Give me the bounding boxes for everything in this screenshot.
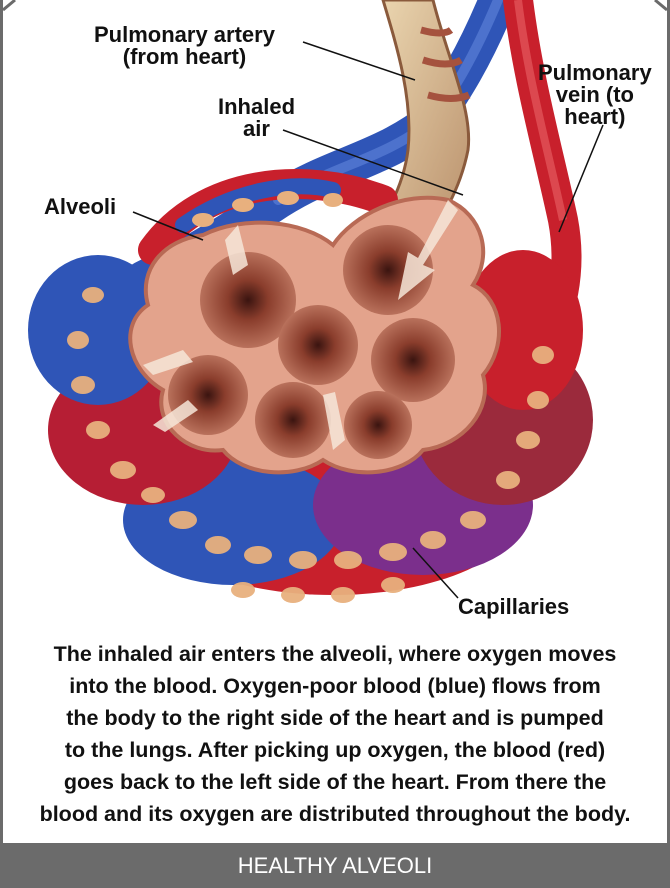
caption-line: blood and its oxygen are distributed thr… <box>10 798 660 830</box>
figure-caption: The inhaled air enters the alveoli, wher… <box>10 638 660 830</box>
label-pulmonary-artery: Pulmonary artery (from heart) <box>94 24 275 68</box>
label-alveoli: Alveoli <box>44 196 116 218</box>
caption-line: to the lungs. After picking up oxygen, t… <box>10 734 660 766</box>
label-line: air <box>218 118 295 140</box>
caption-line: goes back to the left side of the heart.… <box>10 766 660 798</box>
label-line: heart) <box>538 106 652 128</box>
caption-line: the body to the right side of the heart … <box>10 702 660 734</box>
caption-line: The inhaled air enters the alveoli, wher… <box>10 638 660 670</box>
label-pulmonary-vein: Pulmonary vein (to heart) <box>538 62 652 128</box>
label-line: Inhaled <box>218 96 295 118</box>
caption-line: into the blood. Oxygen-poor blood (blue)… <box>10 670 660 702</box>
label-line: Pulmonary <box>538 62 652 84</box>
label-line: Pulmonary artery <box>94 24 275 46</box>
footer-title-bar: HEALTHY ALVEOLI <box>0 843 670 888</box>
frame-corner-accent <box>3 0 667 10</box>
label-line: (from heart) <box>94 46 275 68</box>
label-inhaled-air: Inhaled air <box>218 96 295 140</box>
label-line: vein (to <box>538 84 652 106</box>
footer-title: HEALTHY ALVEOLI <box>238 853 432 878</box>
label-capillaries: Capillaries <box>458 596 569 618</box>
